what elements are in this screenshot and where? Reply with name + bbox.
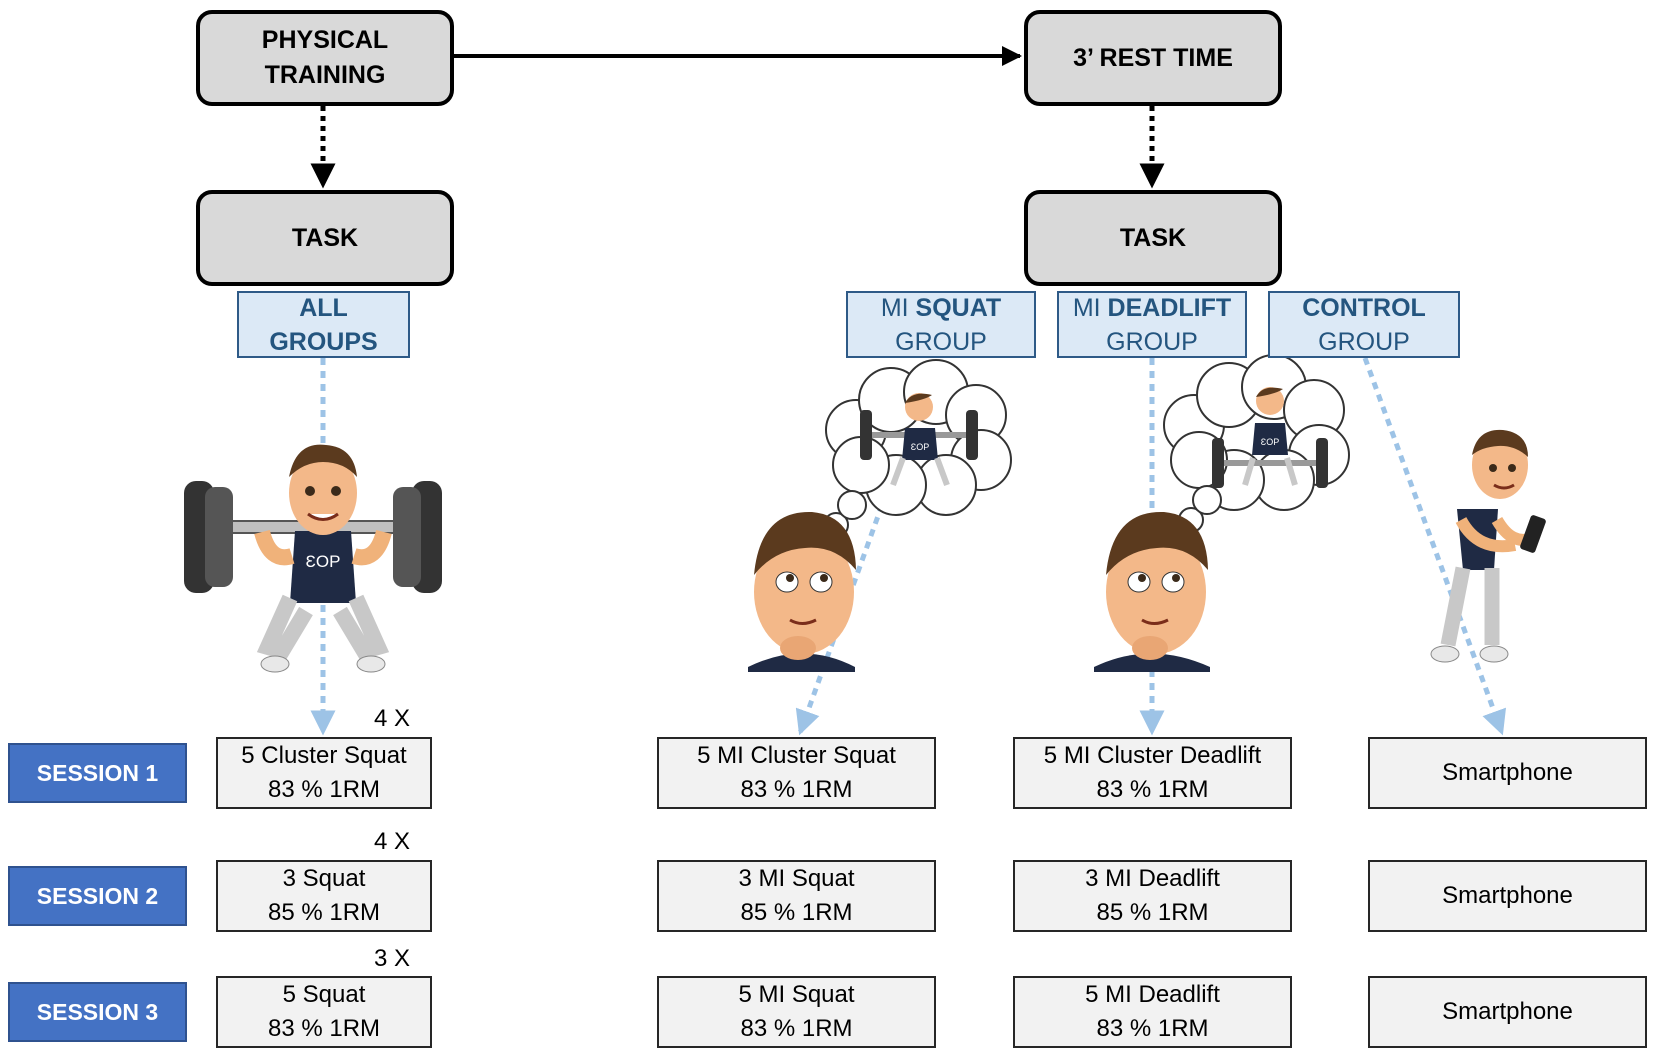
session3-multiplier: 3 X	[374, 945, 411, 972]
mi-squat-thinking-illustration	[748, 359, 1012, 672]
task-left-label: TASK	[291, 223, 359, 252]
session3-mi-squat-line2: 83 % 1RM	[740, 1015, 853, 1042]
session2-label: SESSION 2	[8, 866, 187, 926]
session3-mi-deadlift-cell: 5 MI Deadlift 83 % 1RM	[1013, 976, 1292, 1048]
session2-mi-squat-line1: 3 MI Squat	[738, 865, 855, 892]
session2-control-text: Smartphone	[1442, 882, 1573, 909]
session2-mi-deadlift-line1: 3 MI Deadlift	[1085, 865, 1220, 892]
mi-deadlift-prefix: MI	[1072, 293, 1108, 322]
session1-physical-cell: 5 Cluster Squat 83 % 1RM	[216, 737, 432, 809]
physical-training-box: PHYSICAL TRAINING	[196, 10, 454, 106]
session1-label-text: SESSION 1	[36, 759, 159, 786]
session1-physical-line1: 5 Cluster Squat	[241, 742, 407, 769]
session1-mi-squat-line2: 83 % 1RM	[740, 776, 853, 803]
connector-control	[1362, 357, 1507, 736]
all-groups-box: ALL GROUPS	[237, 291, 410, 358]
session1-label: SESSION 1	[8, 743, 187, 803]
all-groups-line2: GROUPS	[269, 327, 378, 356]
session1-control-text: Smartphone	[1442, 759, 1573, 786]
control-group-line2: GROUP	[1318, 327, 1410, 356]
session2-mi-deadlift-line2: 85 % 1RM	[1096, 899, 1209, 926]
session1-mi-deadlift-line1: 5 MI Cluster Deadlift	[1043, 742, 1262, 769]
session1-physical-line2: 83 % 1RM	[267, 776, 381, 803]
session3-physical-line2: 83 % 1RM	[267, 1015, 381, 1042]
mi-deadlift-bold: DEADLIFT	[1107, 293, 1232, 322]
session2-multiplier: 4 X	[374, 828, 411, 855]
session3-mi-deadlift-line2: 83 % 1RM	[1096, 1015, 1209, 1042]
session1-mi-squat-line1: 5 MI Cluster Squat	[697, 742, 896, 769]
session1-mi-deadlift-line2: 83 % 1RM	[1096, 776, 1209, 803]
session2-mi-deadlift-cell: 3 MI Deadlift 85 % 1RM	[1013, 860, 1292, 932]
smartphone-person-illustration	[1430, 429, 1546, 663]
session3-mi-deadlift-line1: 5 MI Deadlift	[1085, 981, 1220, 1008]
session1-multiplier: 4 X	[374, 705, 411, 732]
session3-mi-squat-line1: 5 MI Squat	[738, 981, 855, 1008]
session3-control-text: Smartphone	[1442, 998, 1573, 1025]
rest-time-box: 3’ REST TIME	[1024, 10, 1282, 106]
session1-mi-squat-cell: 5 MI Cluster Squat 83 % 1RM	[657, 737, 936, 809]
squat-lifter-illustration	[184, 444, 442, 673]
task-box-left: TASK	[196, 190, 454, 286]
session3-physical-line1: 5 Squat	[282, 981, 366, 1008]
session1-control-cell: Smartphone	[1368, 737, 1647, 809]
session1-mi-deadlift-cell: 5 MI Cluster Deadlift 83 % 1RM	[1013, 737, 1292, 809]
task-right-label: TASK	[1119, 223, 1187, 252]
mi-squat-group-line1: MI SQUAT	[881, 291, 1001, 325]
session3-mi-squat-cell: 5 MI Squat 83 % 1RM	[657, 976, 936, 1048]
control-group-box: CONTROL GROUP	[1268, 291, 1460, 358]
control-group-line1: CONTROL	[1302, 293, 1426, 322]
mi-squat-prefix: MI	[880, 293, 916, 322]
physical-training-line1: PHYSICAL	[261, 26, 389, 54]
session2-physical-line2: 85 % 1RM	[267, 899, 381, 926]
mi-squat-group-box: MI SQUAT GROUP	[846, 291, 1036, 358]
session2-control-cell: Smartphone	[1368, 860, 1647, 932]
thought-deadlift-shirt-text: ƐOP	[1261, 437, 1279, 447]
mi-deadlift-group-line2: GROUP	[1106, 327, 1198, 356]
lifter-shirt-text: ƐOP	[306, 552, 341, 571]
thought-squat-shirt-text: ƐOP	[911, 442, 929, 452]
session2-mi-squat-line2: 85 % 1RM	[740, 899, 853, 926]
session2-mi-squat-cell: 3 MI Squat 85 % 1RM	[657, 860, 936, 932]
rest-time-label: 3’ REST TIME	[1073, 43, 1233, 72]
mi-squat-bold: SQUAT	[915, 293, 1002, 322]
session3-physical-cell: 5 Squat 83 % 1RM	[216, 976, 432, 1048]
mi-squat-group-line2: GROUP	[895, 327, 987, 356]
mi-deadlift-thinking-illustration	[1094, 354, 1350, 672]
session2-physical-cell: 3 Squat 85 % 1RM	[216, 860, 432, 932]
mi-deadlift-group-line1: MI DEADLIFT	[1073, 291, 1231, 325]
mi-deadlift-group-box: MI DEADLIFT GROUP	[1057, 291, 1247, 358]
physical-training-line2: TRAINING	[264, 61, 386, 89]
task-box-right: TASK	[1024, 190, 1282, 286]
session3-control-cell: Smartphone	[1368, 976, 1647, 1048]
session3-label: SESSION 3	[8, 982, 187, 1042]
all-groups-line1: ALL	[299, 293, 348, 322]
session2-physical-line1: 3 Squat	[282, 865, 366, 892]
session3-label-text: SESSION 3	[36, 998, 159, 1025]
session2-label-text: SESSION 2	[36, 882, 159, 909]
